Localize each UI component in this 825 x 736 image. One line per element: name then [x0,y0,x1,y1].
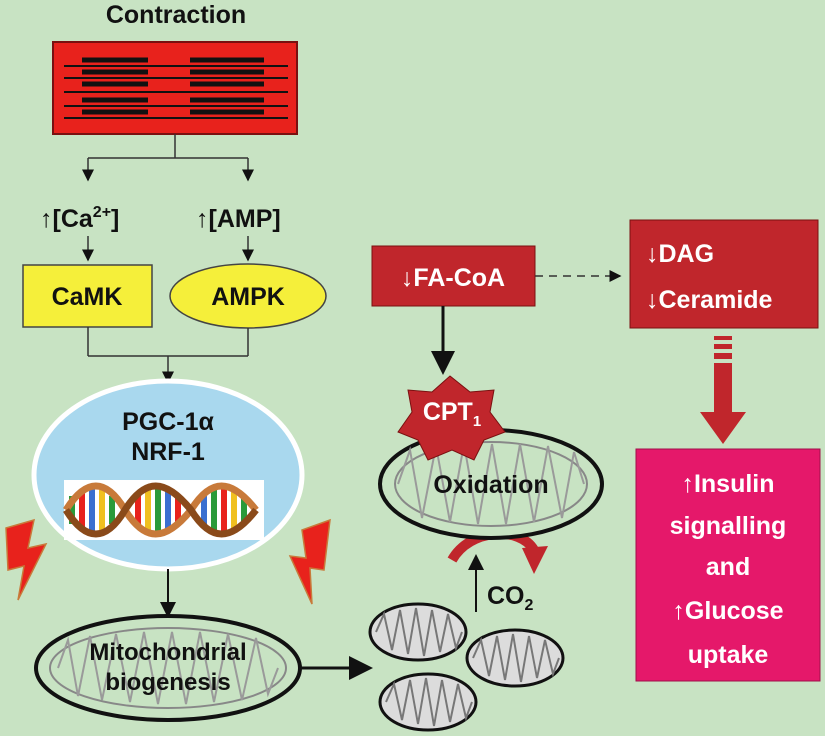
calcium-signal: ↑[Ca2+] [40,204,119,233]
biogenesis-label-line2: biogenesis [105,669,230,696]
striped-red-arrow [700,336,746,444]
sarcomere-icon [52,41,298,135]
insulin-outcome-box [635,448,821,682]
biogenesis-label-line1: Mitochondrial [89,639,246,666]
dag-label: ↓DAG [646,240,714,268]
lightning-right-icon [288,518,331,605]
camk-box [22,264,153,328]
cpt1-star [397,375,506,461]
lightning-left-icon [5,518,48,601]
co2-label: CO2 [487,582,534,614]
dna-helix-icon [63,480,264,540]
ceramide-label: ↓Ceramide [646,286,773,314]
curved-red-arrow-head [522,546,548,574]
mitochondrion-large-icon [34,614,302,722]
fa-coa-label: ↓FA-CoA [401,264,505,292]
outcome-line3: and [706,553,750,581]
fa-coa-box [371,245,536,307]
cpt1-label: CPT1 [423,398,481,430]
camk-label: CaMK [52,283,123,311]
pgc1a-label: PGC-1α [122,408,214,436]
connector-kinase-merge [87,327,249,384]
dag-ceramide-box [629,219,819,329]
nrf1-label: NRF-1 [131,438,205,466]
amp-signal: ↑[AMP] [196,205,281,233]
mitochondria-cluster-icon [368,602,565,732]
title-contraction: Contraction [106,1,246,29]
outcome-line5: uptake [688,641,769,669]
connector-sarcomere-split [82,134,254,182]
oxidation-label: Oxidation [433,471,548,499]
ampk-label: AMPK [211,283,285,311]
outcome-line1: ↑Insulin [681,470,774,498]
signal-arrows [82,236,254,262]
outcome-line2: signalling [670,512,787,540]
outcome-line4: ↑Glucose [672,597,783,625]
